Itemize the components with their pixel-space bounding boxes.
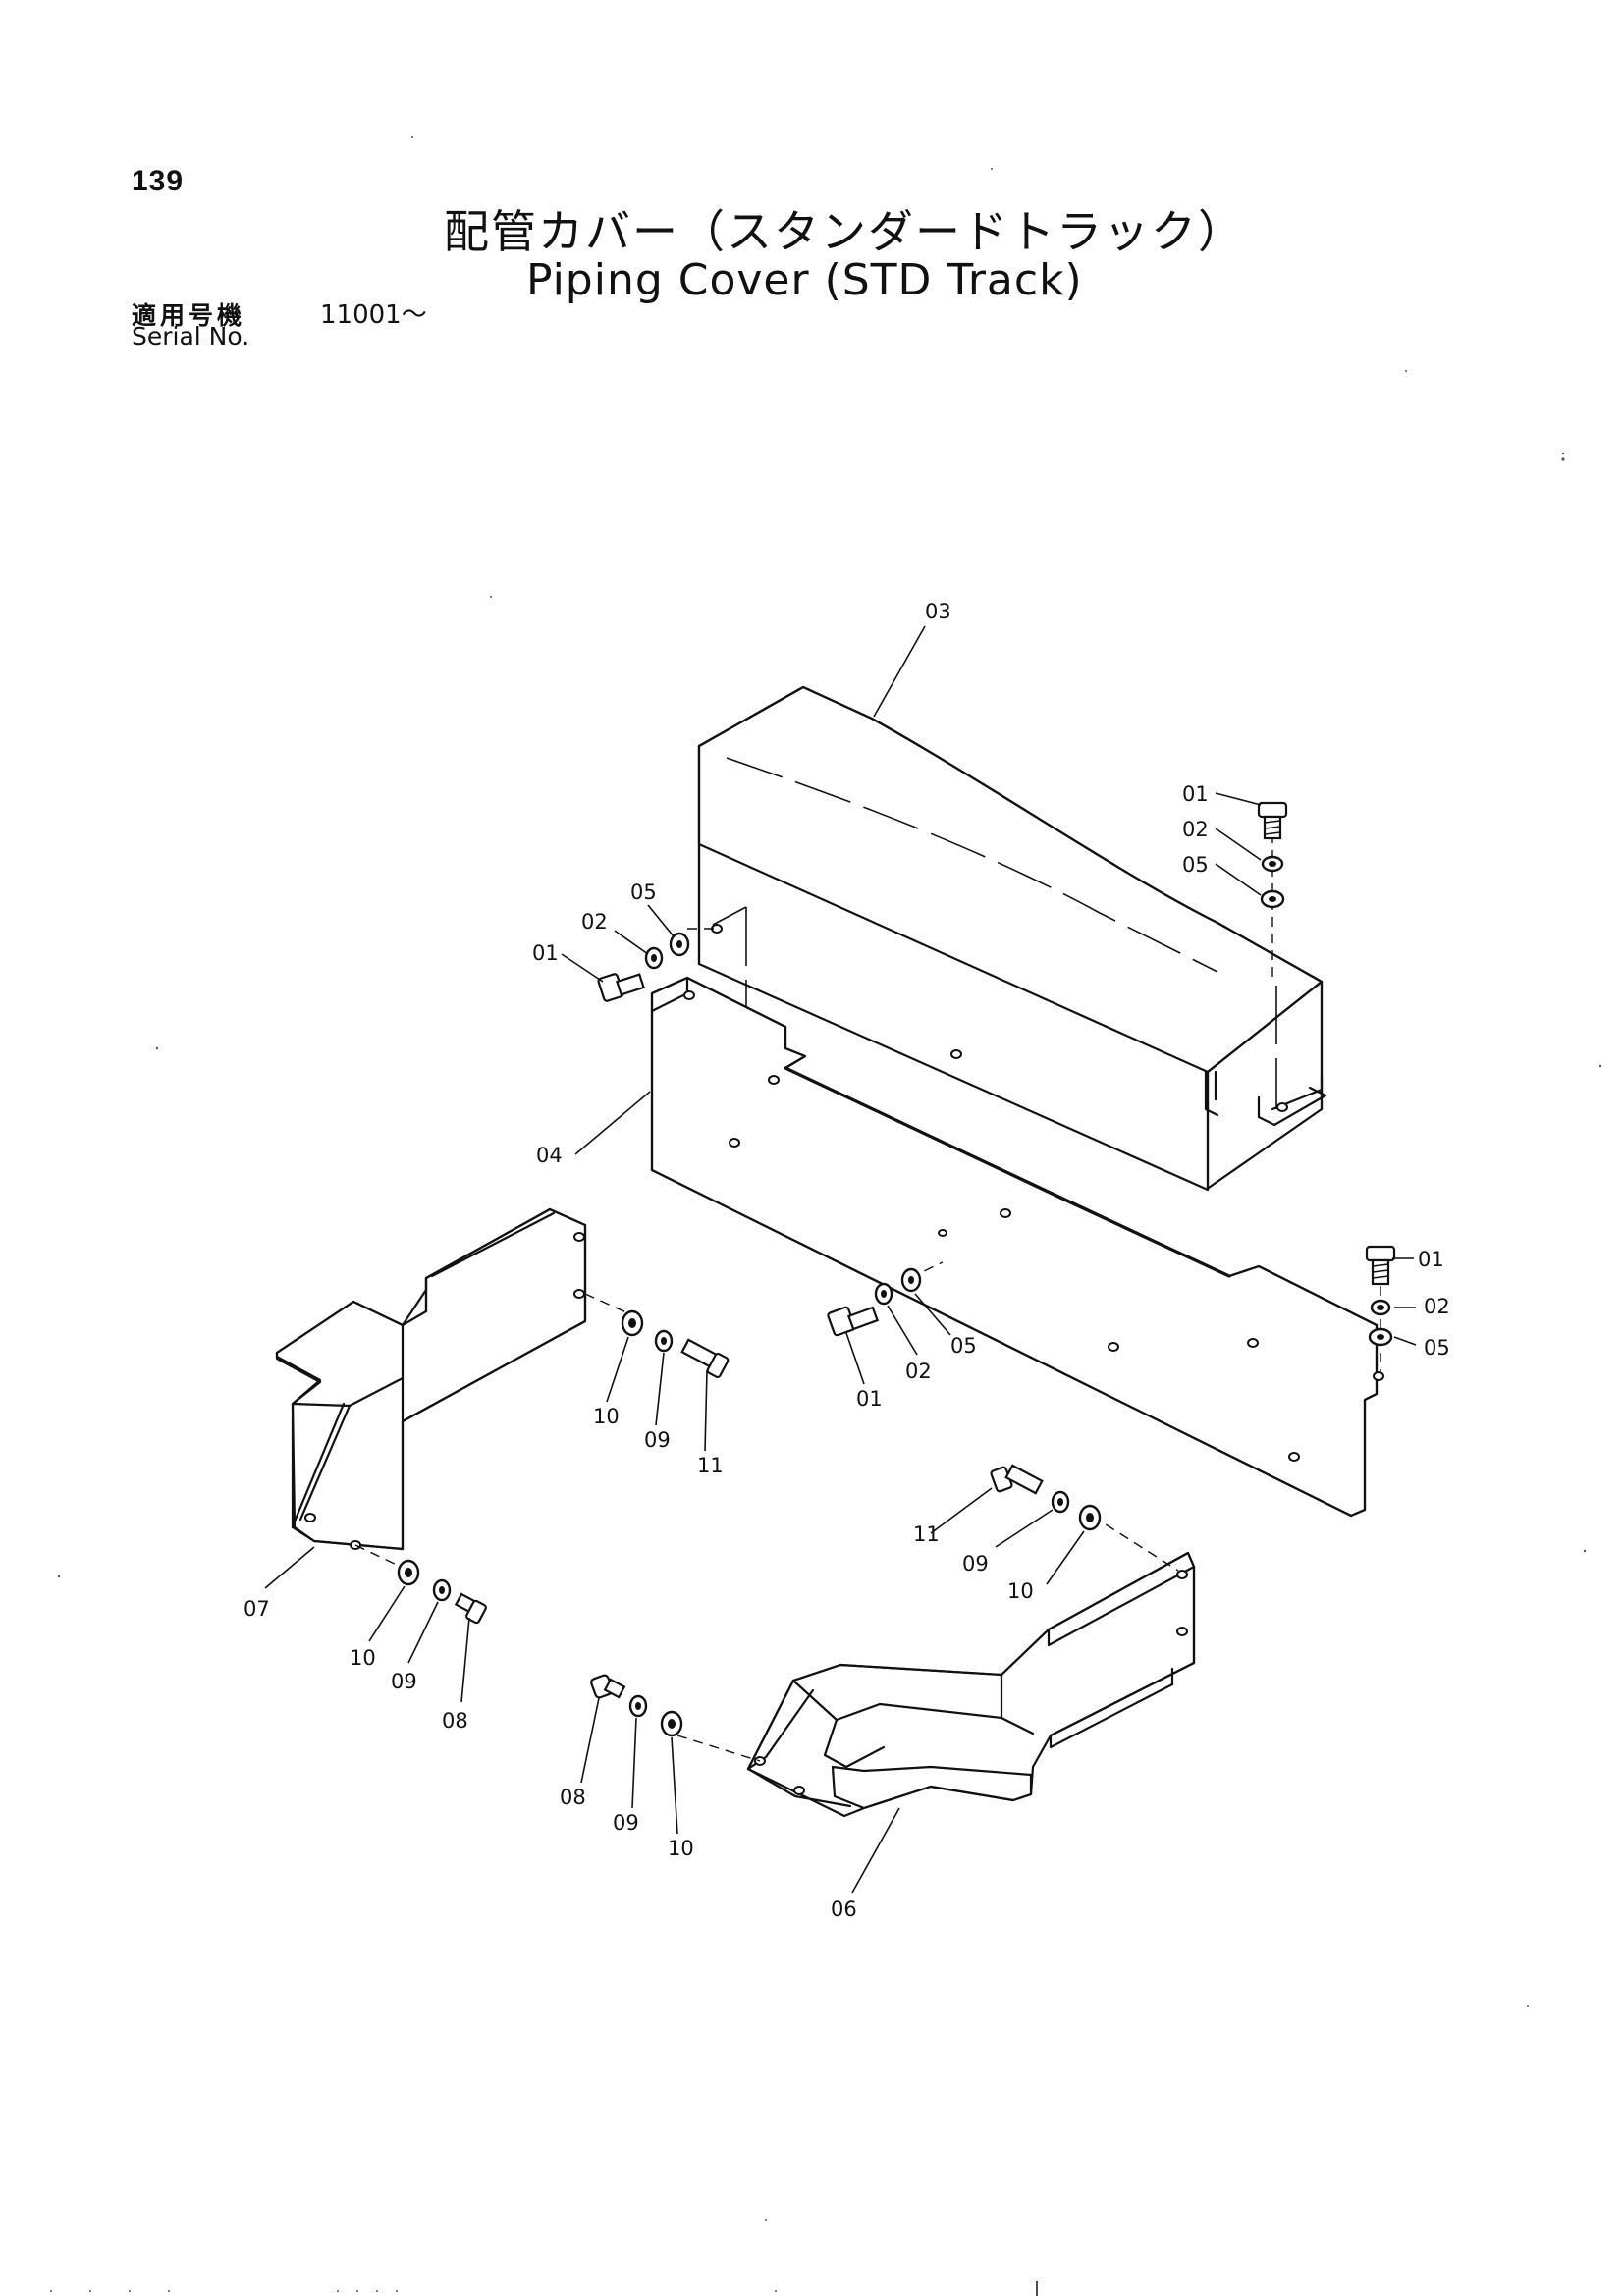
- cover-03: [697, 685, 1327, 1192]
- callout-11-upper-left: 11: [697, 1454, 724, 1477]
- callout-09-upper-left: 09: [644, 1428, 671, 1452]
- callout-10-lower-right: 10: [1007, 1579, 1034, 1603]
- scan-artifacts: [50, 136, 1602, 2296]
- callout-01-left: 01: [532, 941, 559, 965]
- fastener-set-right: [1365, 1245, 1396, 1372]
- callout-11-lower-right: 11: [913, 1522, 940, 1546]
- fastener-set-top-right: [1257, 801, 1288, 982]
- page-title-english: Piping Cover (STD Track): [526, 255, 1083, 305]
- fastener-set-06-lower: [590, 1674, 761, 1762]
- callout-02-top: 02: [1182, 818, 1209, 841]
- fastener-set-06-upper: [990, 1464, 1179, 1572]
- callout-05-left: 05: [630, 881, 657, 904]
- callout-09-bottom: 09: [613, 1811, 639, 1835]
- serial-label-japanese: 適用号機: [132, 301, 246, 330]
- plate-04: [650, 976, 1384, 1518]
- cover-06: [746, 1551, 1196, 1818]
- fastener-set-07-upper: [584, 1293, 730, 1379]
- callout-10-upper-left: 10: [593, 1405, 620, 1428]
- callout-01-top: 01: [1182, 782, 1209, 806]
- callout-07: 07: [243, 1597, 270, 1621]
- page-title-japanese: 配管カバー（スタンダードトラック）: [444, 205, 1245, 258]
- callout-06: 06: [831, 1897, 857, 1921]
- callout-02-mid: 02: [905, 1360, 932, 1383]
- callout-08-lower-left: 08: [442, 1709, 468, 1733]
- callout-01-right: 01: [1418, 1248, 1444, 1271]
- callout-05-right: 05: [1424, 1336, 1450, 1360]
- callout-labels: 03 01 02 05 05 02 01 04 01 02 05 01 02 0…: [243, 600, 1450, 1921]
- callout-08-bottom: 08: [560, 1786, 586, 1809]
- page-number: 139: [132, 165, 185, 197]
- callout-10-lower-left: 10: [350, 1646, 376, 1670]
- cover-07: [275, 1207, 587, 1551]
- callout-09-lower-right: 09: [962, 1552, 989, 1575]
- serial-range: 11001～: [320, 300, 427, 330]
- fastener-set-upper-left: [597, 928, 717, 1002]
- callout-02-left: 02: [581, 910, 608, 934]
- callout-10-bottom: 10: [668, 1837, 694, 1860]
- serial-label-english: Serial No.: [132, 322, 250, 350]
- callout-01-mid: 01: [856, 1387, 883, 1411]
- callout-05-top: 05: [1182, 853, 1209, 877]
- fastener-set-middle: [827, 1261, 944, 1337]
- callout-05-mid: 05: [950, 1334, 977, 1358]
- callout-02-right: 02: [1424, 1295, 1450, 1318]
- callout-03: 03: [925, 600, 951, 623]
- fastener-set-07-lower: [354, 1544, 487, 1625]
- callout-04: 04: [536, 1144, 563, 1167]
- callout-09-lower-left: 09: [391, 1670, 417, 1693]
- leader-lines: [264, 625, 1417, 1894]
